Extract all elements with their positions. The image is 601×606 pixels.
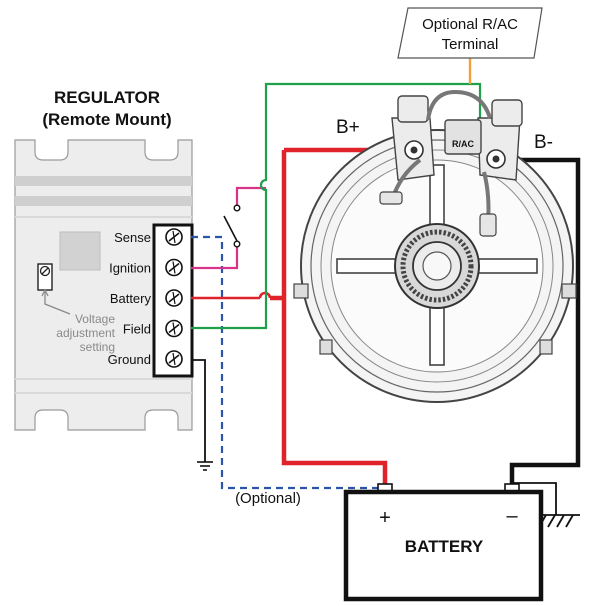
terminal-screw-ground-icon[interactable] bbox=[165, 350, 183, 368]
voltage-adjust-screw-icon[interactable] bbox=[37, 263, 53, 291]
optional-label: (Optional) bbox=[235, 490, 301, 507]
battery-case bbox=[343, 489, 544, 602]
rac-callout-line1: Optional R/AC bbox=[422, 16, 518, 33]
ignition-wire bbox=[191, 245, 239, 270]
b-plus-label: B+ bbox=[336, 117, 360, 138]
terminal-label-sense: Sense bbox=[114, 230, 151, 245]
battery-label: BATTERY bbox=[405, 537, 484, 556]
terminal-screw-ignition-icon[interactable] bbox=[165, 258, 183, 277]
voltage-adjust-arrow-icon bbox=[44, 292, 71, 315]
voltage-adjust-label-line1: Voltage bbox=[75, 312, 115, 326]
field-wire bbox=[191, 82, 482, 330]
rac-callout-line2: Terminal bbox=[442, 36, 499, 53]
b-minus-label: B- bbox=[534, 132, 553, 153]
terminal-screw-battery-icon[interactable] bbox=[165, 289, 183, 307]
voltage-adjust-label-line3: setting bbox=[80, 340, 115, 354]
terminal-screw-sense-icon[interactable] bbox=[165, 228, 183, 246]
regulator-body bbox=[14, 139, 193, 431]
ignition-switch-icon[interactable] bbox=[223, 204, 241, 248]
voltage-adjust-label-line2: adjustment bbox=[56, 326, 115, 340]
alternator-rac-label: R/AC bbox=[452, 139, 474, 149]
terminal-label-field: Field bbox=[123, 322, 151, 337]
terminal-screw-field-icon[interactable] bbox=[165, 319, 183, 338]
regulator-title: REGULATOR bbox=[54, 88, 160, 107]
alternator-b-minus-terminal[interactable] bbox=[477, 99, 523, 181]
ignition-wire-upper bbox=[235, 186, 266, 206]
regulator-subtitle: (Remote Mount) bbox=[42, 110, 171, 129]
alternator-rac-terminal[interactable]: R/AC bbox=[444, 119, 482, 155]
terminal-label-ground: Ground bbox=[108, 352, 151, 367]
b-minus-wire bbox=[500, 157, 581, 492]
chassis-ground-icon bbox=[197, 461, 213, 471]
ground-wire bbox=[191, 359, 206, 462]
battery-ground-icon bbox=[538, 514, 580, 528]
regulator: REGULATOR (Remote Mount) Voltage adjustm… bbox=[14, 88, 194, 431]
alternator-b-plus-terminal[interactable] bbox=[391, 95, 435, 181]
battery: + – BATTERY bbox=[343, 483, 544, 602]
terminal-label-ignition: Ignition bbox=[109, 261, 151, 276]
battery-minus-sign: – bbox=[506, 505, 518, 527]
terminal-label-battery: Battery bbox=[110, 291, 152, 306]
battery-plus-sign: + bbox=[379, 507, 391, 529]
rac-callout: Optional R/AC Terminal bbox=[397, 7, 543, 59]
regulator-indicator-window bbox=[59, 231, 101, 271]
alternator: R/AC bbox=[293, 89, 577, 403]
battery-ground-wire bbox=[512, 482, 557, 515]
